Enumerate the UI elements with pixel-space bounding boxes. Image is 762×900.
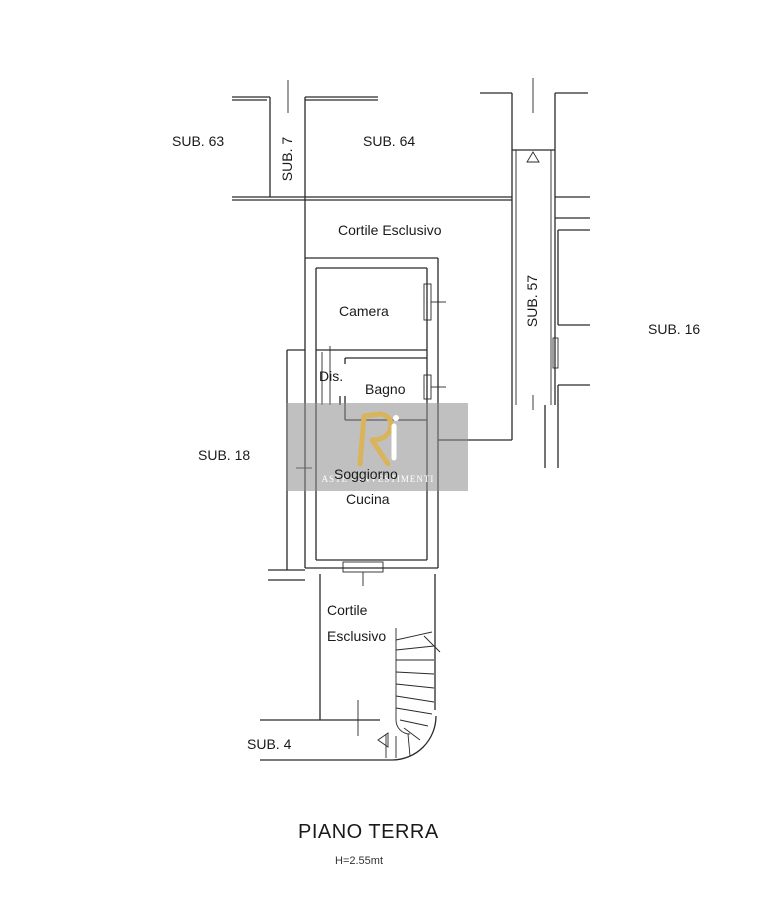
label-sub16: SUB. 16	[648, 321, 701, 337]
label-soggiorno: Soggiorno	[334, 466, 398, 482]
label-cucina: Cucina	[346, 491, 390, 507]
label-sub64: SUB. 64	[363, 133, 416, 149]
right-walls-sub16	[544, 196, 590, 468]
label-sub7: SUB. 7	[279, 136, 295, 182]
lower-courtyard	[260, 574, 441, 761]
label-sub18: SUB. 18	[198, 447, 251, 463]
watermark-text: ASTE • INVESTIMENTI	[321, 474, 435, 484]
label-cortile-bottom: Cortile	[327, 602, 368, 618]
label-esclusivo-bottom: Esclusivo	[327, 628, 387, 644]
height-note: H=2.55mt	[335, 855, 383, 867]
label-camera: Camera	[339, 303, 389, 319]
label-sub4: SUB. 4	[247, 736, 292, 752]
top-boundary-walls	[232, 80, 512, 258]
label-bagno: Bagno	[365, 381, 406, 397]
label-cortile-esclusivo-top: Cortile Esclusivo	[338, 222, 442, 238]
watermark-logo-icon	[357, 411, 399, 467]
label-dis: Dis.	[319, 368, 344, 384]
staircase-sub57	[480, 78, 588, 440]
plan-title: PIANO TERRA	[298, 821, 439, 843]
label-sub63: SUB. 63	[172, 133, 225, 149]
label-sub57: SUB. 57	[524, 274, 540, 328]
